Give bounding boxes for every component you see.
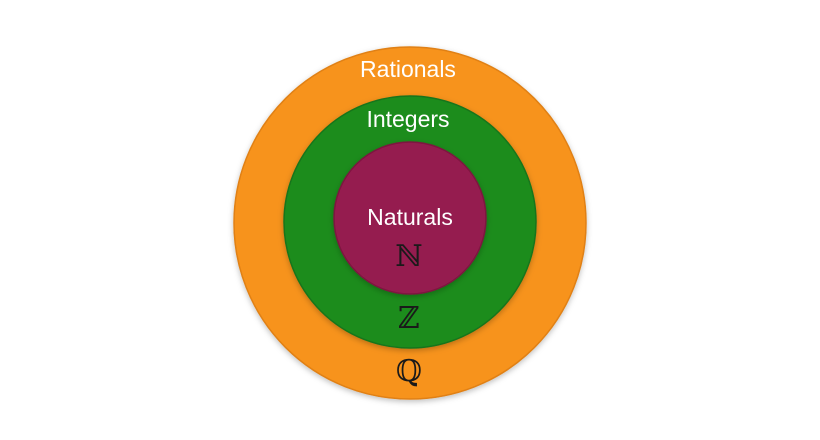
- rationals-label: Rationals: [360, 56, 456, 82]
- naturals-label: Naturals: [367, 204, 453, 230]
- integers-label: Integers: [366, 106, 449, 132]
- naturals-symbol: ℕ: [395, 239, 422, 274]
- rationals-symbol: ℚ: [396, 354, 422, 389]
- naturals-circle: [333, 141, 487, 295]
- integers-symbol: ℤ: [398, 301, 420, 336]
